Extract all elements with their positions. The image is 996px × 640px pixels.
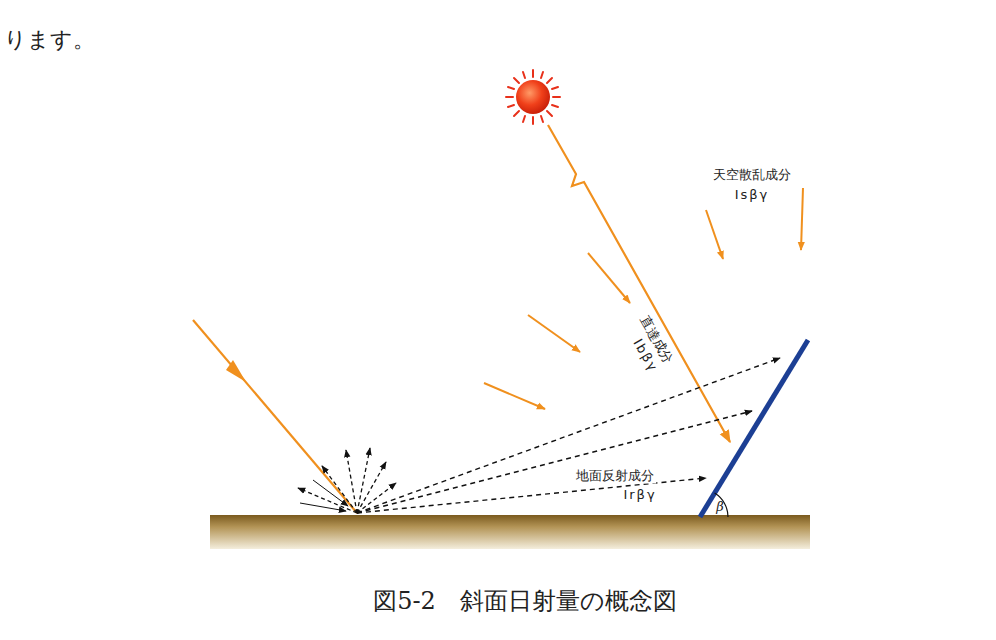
- angle-label: β: [716, 500, 724, 515]
- direct-beam: [548, 125, 730, 442]
- ground-ray: [193, 320, 357, 513]
- component-symbol: Irβγ: [621, 488, 658, 503]
- angle-arc: [715, 493, 728, 517]
- incoming-small-arrows: [300, 480, 348, 511]
- diffuse-arrows: [484, 188, 803, 409]
- scatter-arrows: [298, 448, 396, 513]
- inclined-panel: [700, 340, 808, 517]
- ground-ray-head: [226, 360, 246, 382]
- component-symbol: Isβγ: [733, 188, 772, 203]
- ground: [210, 515, 810, 549]
- text-fragment: ります。: [4, 27, 95, 52]
- component-label: 天空散乱成分: [711, 168, 793, 183]
- figure-caption: 図5-2 斜面日射量の概念図: [373, 588, 677, 616]
- sun: [506, 70, 560, 124]
- component-label: 地面反射成分: [574, 469, 656, 484]
